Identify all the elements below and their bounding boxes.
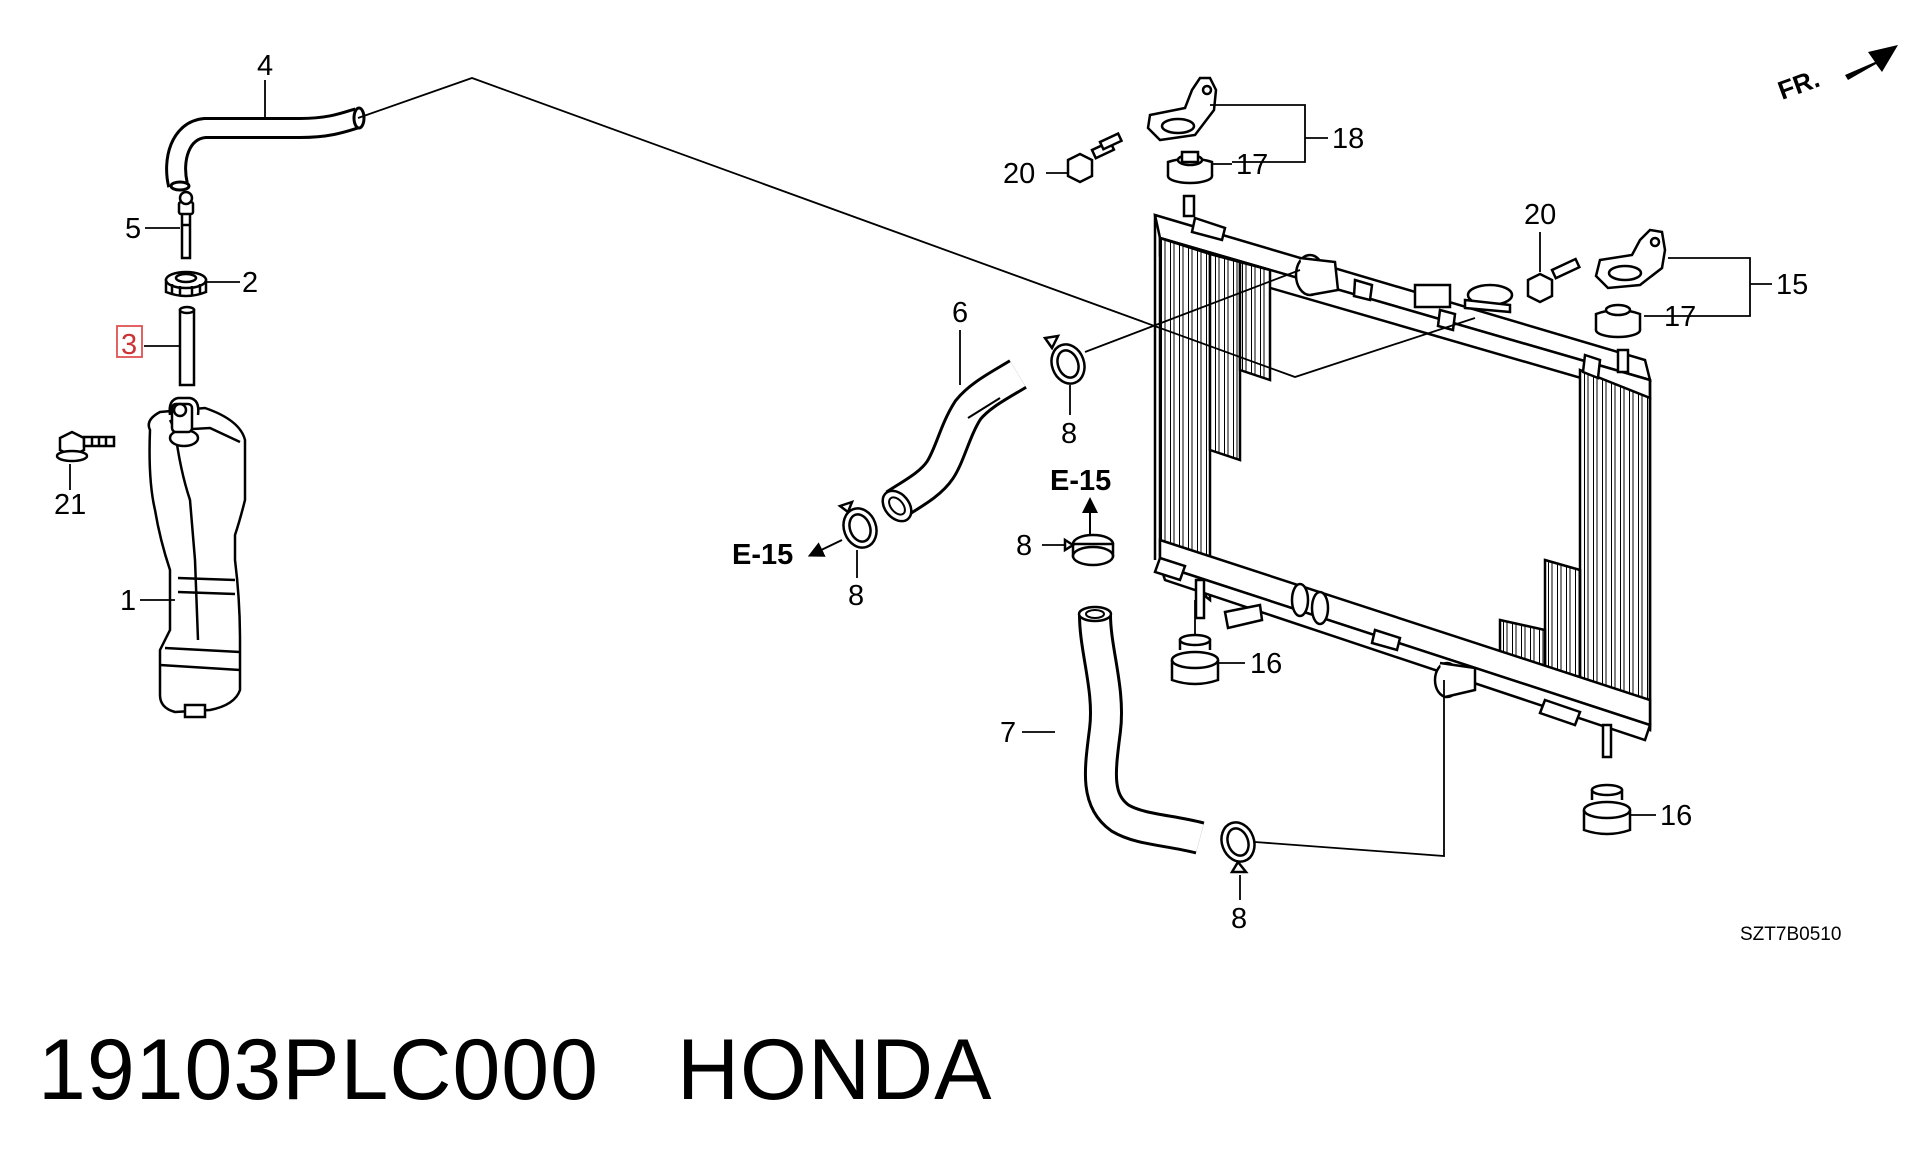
rubber-cushion-upper-right [1594,303,1642,339]
callout-18: 18 [1332,123,1364,155]
part-footer: 19103PLC000 HONDA [38,1010,993,1130]
callout-15: 15 [1776,269,1808,301]
clip-bolt [177,190,195,260]
callout-20-left: 20 [1003,158,1035,190]
callout-17-upper-left: 17 [1236,149,1268,181]
parts-diagram: FR. 4 5 2 3 21 1 6 8 E-15 8 E-15 8 7 8 2… [54,45,1898,945]
radiator [1153,194,1652,759]
callout-labels: 4 5 2 3 21 1 6 8 E-15 8 E-15 8 7 8 20 17… [54,50,1841,945]
part-number: 19103PLC000 [38,1021,599,1118]
flange-bolt-right [1526,257,1582,304]
e15-arrows [807,497,1098,557]
section-ref-e15-upper: E-15 [1050,465,1111,497]
radiator-bracket-right [1594,228,1667,290]
reserve-tank [147,396,247,719]
callout-7: 7 [1000,717,1016,749]
hose-clamp-middle [1063,533,1115,567]
brand-name: HONDA [676,1021,993,1118]
callout-17-right: 17 [1664,301,1696,333]
hose-clamp-upper [1042,334,1086,385]
callout-8-upper: 8 [1061,418,1077,450]
flange-bolt [55,430,116,463]
upper-radiator-hose [881,359,1027,523]
callout-4: 4 [257,50,273,82]
lower-cushion-right [1582,783,1632,836]
front-direction-arrow: FR. [1774,45,1898,106]
reserve-tank-hose [165,106,366,192]
highlight-box [116,325,143,358]
flange-bolt-left [1066,131,1124,184]
callout-6: 6 [952,297,968,329]
front-label: FR. [1774,63,1824,106]
callout-2: 2 [242,267,258,299]
rubber-cushion-upper-left [1166,150,1214,185]
callout-3: 3 [121,329,137,361]
lower-cushion-left [1170,633,1220,686]
section-ref-e15-left: E-15 [732,539,793,571]
callout-8-left: 8 [848,580,864,612]
callout-16-left: 16 [1250,648,1282,680]
callout-16-right: 16 [1660,800,1692,832]
drawing-code: SZT7B0510 [1740,924,1841,945]
leader-lines [69,77,1772,900]
callout-21: 21 [54,489,86,521]
callout-1: 1 [120,585,136,617]
callout-8-middle: 8 [1016,530,1032,562]
callout-20-right: 20 [1524,199,1556,231]
callout-5: 5 [125,213,141,245]
radiator-bracket-left [1146,76,1218,142]
hose-clamp-left [837,499,878,549]
callout-8-lower: 8 [1231,903,1247,935]
tank-cap [164,270,208,298]
hose-clamp-lower [1220,821,1256,874]
overflow-tube [178,305,196,387]
lower-radiator-hose [1077,605,1205,855]
